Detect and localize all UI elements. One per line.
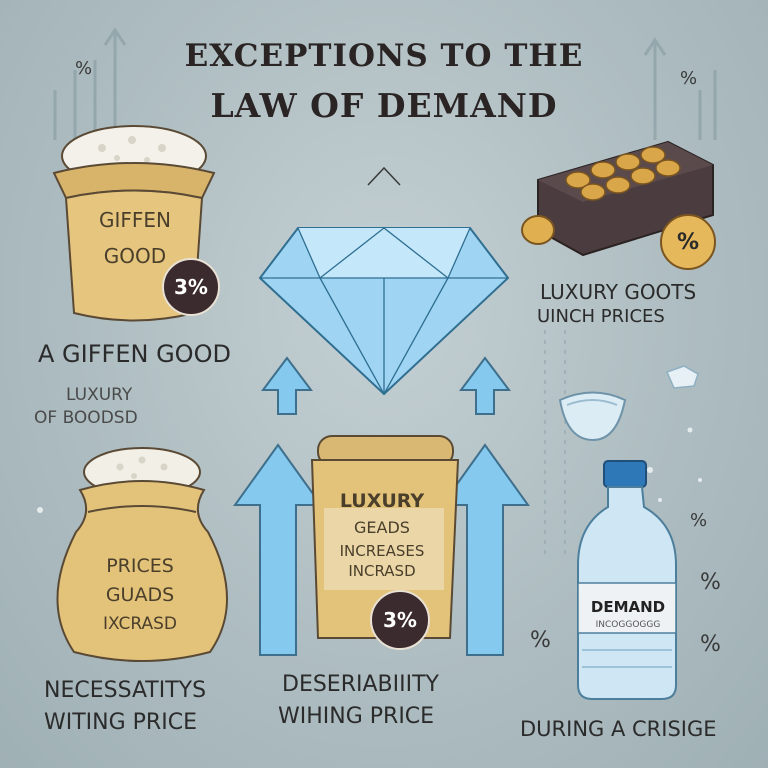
luxury-left-line2: OF BOODSD bbox=[34, 408, 138, 428]
giffen-badge: 3% bbox=[162, 258, 220, 316]
percent-symbol: % bbox=[75, 58, 93, 79]
desirability-caption-line2: WIHING PRICE bbox=[278, 704, 435, 729]
crisis-caption: DURING A CRISIGE bbox=[520, 717, 717, 741]
bottle-sublabel: INCOGGOGGG bbox=[595, 620, 661, 630]
luxury-right-line2: UINCH PRICES bbox=[537, 306, 665, 327]
ice-cube-icon bbox=[665, 365, 699, 389]
title-line1: EXCEPTIONS TO THE bbox=[184, 38, 584, 74]
necessity-caption-line2: WITING PRICE bbox=[44, 710, 197, 735]
bottle-label: DEMAND bbox=[590, 598, 666, 616]
title-line2: LAW OF DEMAND bbox=[210, 86, 558, 125]
sack-line1: PRICES bbox=[106, 555, 174, 577]
bag-badge: 3% bbox=[370, 590, 430, 650]
bag-line2: GEADS bbox=[354, 518, 410, 537]
desirability-caption-line1: DESERIABIIITY bbox=[282, 672, 439, 697]
crystal-bowl-icon bbox=[558, 391, 627, 442]
giffen-jar-label2: GOOD bbox=[103, 244, 167, 268]
percent-symbol: % bbox=[680, 68, 698, 89]
percent-symbol: % bbox=[700, 632, 721, 657]
necessity-caption-line1: NECESSATITYS bbox=[44, 678, 207, 703]
luxury-left-line1: LUXURY bbox=[66, 385, 133, 405]
water-bottle-icon bbox=[577, 460, 677, 700]
luxury-right-line1: LUXURY GOOTS bbox=[540, 280, 697, 304]
bag-line3: INCREASES bbox=[339, 542, 425, 560]
bag-line1: LUXURY bbox=[339, 490, 425, 512]
percent-symbol: % bbox=[690, 510, 708, 531]
paper-bag-icon bbox=[310, 435, 460, 639]
grain-sack-icon bbox=[56, 447, 228, 662]
sack-line2: GUADS bbox=[105, 584, 175, 606]
giffen-jar-label1: GIFFEN bbox=[98, 208, 171, 232]
coin-icon: % bbox=[660, 214, 716, 270]
giffen-caption: A GIFFEN GOOD bbox=[38, 340, 231, 368]
percent-symbol: % bbox=[700, 570, 721, 595]
sack-line3: IXCRASD bbox=[103, 614, 177, 634]
diamond-icon bbox=[258, 227, 510, 396]
bag-line4: INCRASD bbox=[348, 562, 416, 580]
percent-symbol: % bbox=[530, 628, 551, 653]
